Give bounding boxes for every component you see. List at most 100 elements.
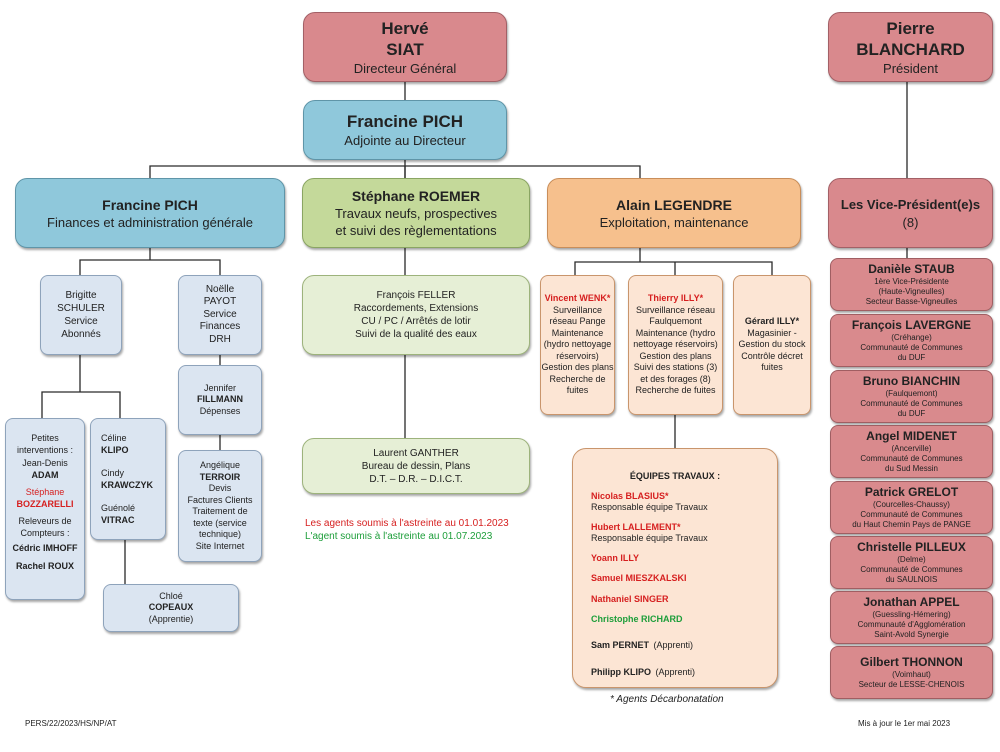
- thierry-line8: Recherche de fuites: [635, 385, 716, 396]
- vice-presidents-box: Les Vice-Président(e)s (8): [828, 178, 993, 248]
- member-richard: Christophe RICHARD: [591, 614, 683, 624]
- member-illy: Yoann ILLY: [591, 552, 640, 563]
- gerard-line3: Contrôle décret: [741, 350, 803, 361]
- vp-detail: Communauté de Communes: [860, 343, 963, 352]
- feller-line2: CU / PC / Arrêtés de lotir: [361, 316, 471, 327]
- thierry-line3: Maintenance (hydro: [635, 327, 716, 338]
- vp-detail: (Haute-Vigneulles): [878, 287, 945, 296]
- ganther-line2: D.T. – D.R. – D.I.C.T.: [369, 473, 463, 485]
- releveurs-heading1: Releveurs de: [18, 516, 72, 526]
- ganther-name: Laurent GANTHER: [373, 447, 459, 459]
- adjointe-box: Francine PICH Adjointe au Directeur: [303, 100, 507, 160]
- member-blasius: Nicolas BLASIUS*: [591, 490, 669, 501]
- vp-card: Bruno BIANCHIN(Faulquemont)Communauté de…: [830, 370, 993, 423]
- wenk-line6: Gestion des plans: [541, 362, 614, 373]
- vp-detail: (Guessling-Hémering): [872, 610, 951, 619]
- vp-detail: Secteur de LESSE-CHENOIS: [858, 680, 965, 689]
- adjointe-name: Francine PICH: [346, 112, 464, 131]
- terroir-box: Angélique TERROIR Devis Factures Clients…: [178, 450, 262, 562]
- gerard-name: Gérard ILLY*: [744, 316, 800, 327]
- wenk-line3: Maintenance: [551, 327, 604, 338]
- payot-line1: Service: [203, 308, 237, 320]
- directeur-role: Directeur Général: [353, 60, 457, 76]
- vp-name: Patrick GRELOT: [864, 485, 959, 499]
- footer-update-date: Mis à jour le 1er mai 2023: [858, 719, 951, 728]
- copeaux-last: COPEAUX: [148, 602, 194, 613]
- gerard-line4: fuites: [761, 362, 783, 373]
- wenk-line7: Recherche de: [549, 373, 606, 384]
- vp-name: Angel MIDENET: [866, 429, 957, 443]
- ganther-box: Laurent GANTHER Bureau de dessin, Plans …: [302, 438, 530, 494]
- wenk-name: Vincent WENK*: [544, 293, 611, 304]
- vp-card: Patrick GRELOT(Courcelles-Chaussy)Commun…: [830, 481, 993, 534]
- president-last-name: BLANCHARD: [856, 39, 965, 59]
- terroir-line4: texte (service: [193, 517, 247, 528]
- dept-finances-role: Finances et administration générale: [47, 214, 253, 230]
- vp-detail: du Haut Chemin Pays de PANGE: [852, 520, 971, 529]
- vice-presidents-count: (8): [902, 214, 919, 230]
- dept-finances-box: Francine PICH Finances et administration…: [15, 178, 285, 248]
- terroir-line2: Factures Clients: [187, 494, 253, 505]
- dept-travaux-role2: et suivi des règlementations: [335, 223, 497, 238]
- payot-box: Noëlle PAYOT Service Finances DRH: [178, 275, 262, 355]
- member-lallement: Hubert LALLEMENT*: [591, 521, 681, 532]
- thierry-line1: Surveillance réseau: [635, 304, 716, 315]
- legend-red: Les agents soumis à l'astreinte au 01.01…: [305, 518, 509, 529]
- fillmann-first: Jennifer: [203, 382, 237, 393]
- person-vitrac-last: VITRAC: [101, 514, 135, 525]
- vp-detail: (Faulquemont): [885, 389, 938, 398]
- person-imhoff: Cédric IMHOFF: [12, 543, 78, 553]
- decarbonatation-note: * Agents Décarbonatation: [610, 694, 724, 705]
- vp-detail: 1ère Vice-Présidente: [874, 277, 949, 286]
- president-role: Président: [883, 60, 938, 76]
- member-klipo-row: Philipp KLIPO (Apprenti): [591, 662, 695, 680]
- payot-line3: DRH: [209, 333, 231, 345]
- fillmann-box: Jennifer FILLMANN Dépenses: [178, 365, 262, 435]
- terroir-line6: Site Internet: [195, 540, 245, 551]
- vp-detail: (Ancerville): [891, 444, 932, 453]
- schuler-line2: Abonnés: [61, 329, 101, 340]
- vice-presidents-title: Les Vice-Président(e)s: [840, 196, 981, 212]
- footer-reference: PERS/22/2023/HS/NP/AT: [25, 719, 117, 728]
- copeaux-role: (Apprentie): [148, 613, 194, 624]
- person-roux: Rachel ROUX: [15, 560, 75, 571]
- fillmann-role: Dépenses: [199, 405, 241, 416]
- person-klipo-first: Céline: [101, 433, 127, 443]
- gerard-box: Gérard ILLY* Magasinier - Gestion du sto…: [733, 275, 811, 415]
- vp-detail: Communauté de Communes: [860, 454, 963, 463]
- thierry-line5: Gestion des plans: [639, 350, 712, 361]
- person-krawczyk-last: KRAWCZYK: [101, 479, 153, 490]
- vp-detail: Communauté de Communes: [860, 399, 963, 408]
- vp-card: Christelle PILLEUX(Delme)Communauté de C…: [830, 536, 993, 589]
- klipo-group-box: Céline KLIPO Cindy KRAWCZYK Guénolé VITR…: [90, 418, 166, 540]
- person-bozzarelli-last: BOZZARELLI: [16, 498, 74, 509]
- equipes-travaux-box: ÉQUIPES TRAVAUX : Nicolas BLASIUS* Respo…: [572, 448, 778, 688]
- fillmann-last: FILLMANN: [197, 394, 243, 405]
- dept-finances-name: Francine PICH: [102, 196, 198, 213]
- vp-detail: Communauté de Communes: [860, 510, 963, 519]
- gerard-line2: Gestion du stock: [738, 339, 806, 350]
- vp-name: François LAVERGNE: [851, 318, 972, 332]
- vp-detail: du Sud Messin: [885, 464, 938, 473]
- gerard-line1: Magasinier -: [747, 327, 797, 338]
- vp-detail: (Delme): [897, 555, 926, 564]
- thierry-line2: Faulquemont: [649, 316, 702, 327]
- terroir-line1: Devis: [208, 483, 232, 493]
- vp-detail: Communauté d'Agglomération: [857, 620, 966, 629]
- wenk-line4: (hydro nettoyage: [543, 339, 612, 350]
- schuler-last: SCHULER: [57, 303, 105, 314]
- vp-detail: (Voimhaut): [892, 670, 931, 679]
- directeur-box: Hervé SIAT Directeur Général: [303, 12, 507, 82]
- member-philipp-klipo-role: (Apprenti): [655, 666, 695, 677]
- payot-last: PAYOT: [203, 296, 237, 308]
- person-adam-last: ADAM: [31, 469, 59, 480]
- person-adam-first: Jean-Denis: [22, 458, 68, 468]
- interventions-heading2: interventions :: [16, 444, 74, 455]
- feller-box: François FELLER Raccordements, Extension…: [302, 275, 530, 355]
- feller-line1: Raccordements, Extensions: [353, 303, 479, 314]
- equipes-title: ÉQUIPES TRAVAUX :: [629, 471, 721, 481]
- payot-line2: Finances: [199, 321, 241, 333]
- vp-detail: du DUF: [897, 409, 926, 418]
- copeaux-box: Chloé COPEAUX (Apprentie): [103, 584, 239, 632]
